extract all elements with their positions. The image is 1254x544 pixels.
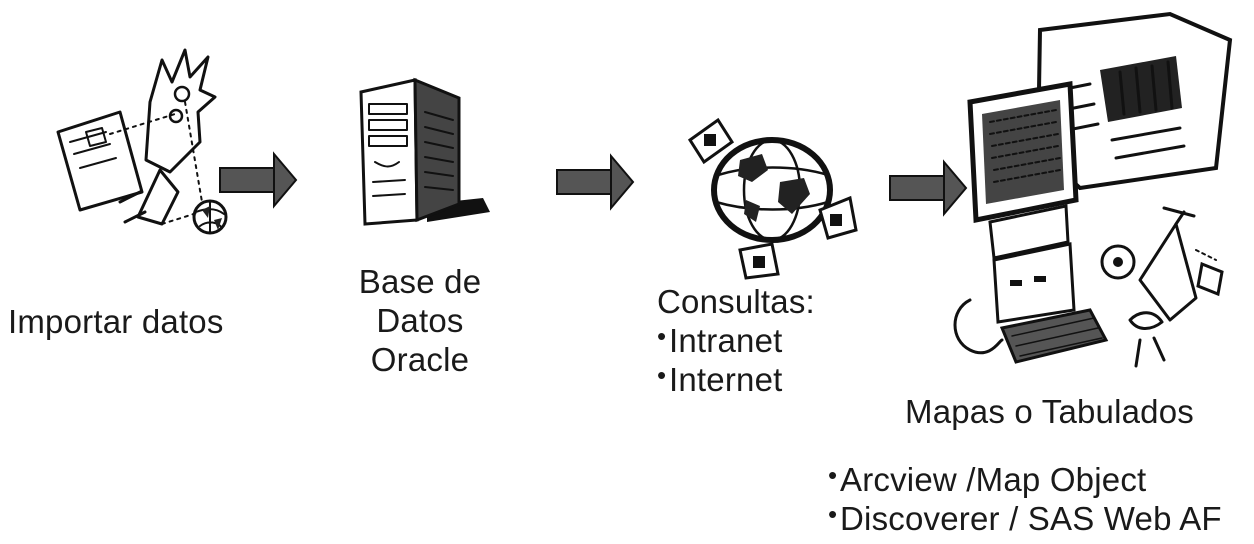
computer-with-newspaper-icon (940, 10, 1240, 390)
tools-list-block: Arcview /Map Object Discoverer / SAS Web… (828, 460, 1222, 539)
server-tower-icon (355, 72, 505, 232)
import-label: Importar datos (8, 303, 224, 340)
tool-arcview: Arcview /Map Object (828, 460, 1222, 500)
flow-arrow-3 (888, 158, 968, 218)
globe-icon (680, 90, 860, 280)
queries-item-intranet: Intranet (657, 321, 815, 361)
database-label-line-2: Datos (376, 301, 464, 339)
queries-item-internet: Internet (657, 360, 815, 400)
maps-label: Mapas o Tabulados (905, 393, 1194, 430)
database-label-line-1: Base de (358, 263, 482, 300)
database-label: Base de Datos Oracle (340, 263, 500, 380)
queries-list: Intranet Internet (657, 321, 815, 400)
database-label-line-3: Oracle (370, 340, 470, 378)
tools-list: Arcview /Map Object Discoverer / SAS Web… (828, 460, 1222, 539)
flow-arrow-2 (555, 152, 635, 212)
tool-discoverer: Discoverer / SAS Web AF (828, 499, 1222, 539)
queries-block: Consultas: Intranet Internet (657, 283, 815, 400)
person-with-map-icon (50, 42, 235, 242)
queries-title: Consultas: (657, 283, 815, 320)
flow-arrow-1 (218, 150, 298, 210)
